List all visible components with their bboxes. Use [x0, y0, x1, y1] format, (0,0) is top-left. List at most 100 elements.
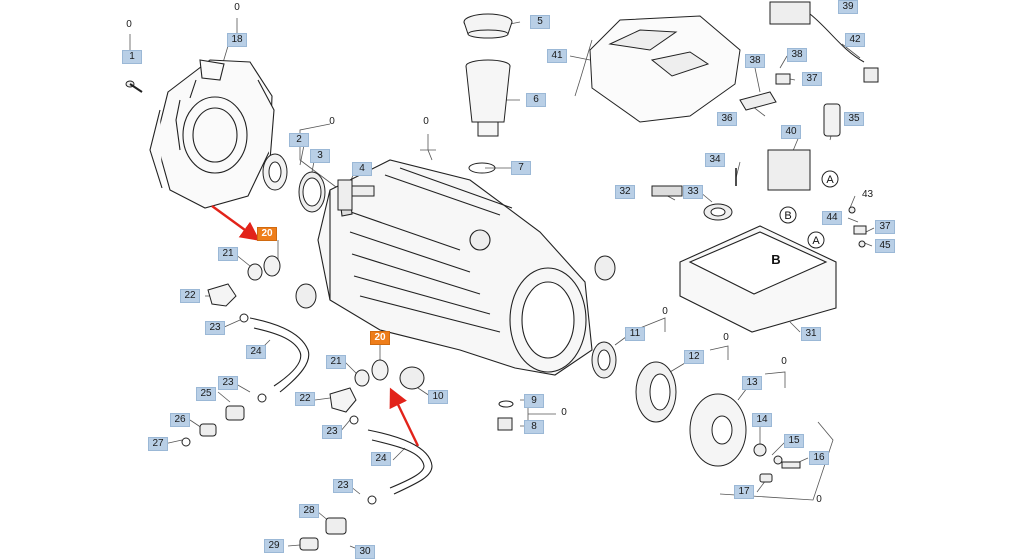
callout-label: 18: [227, 33, 247, 47]
part-clamp-23: [239, 313, 377, 505]
part-seal-ring-3: [298, 171, 326, 213]
letter-b2: B: [771, 252, 780, 267]
callout-label: 2: [289, 133, 309, 147]
callout-label: 9: [524, 394, 544, 408]
callout-label: 28: [299, 504, 319, 518]
part-elbow-22-lower: [329, 387, 357, 413]
letter-a2: A: [812, 235, 820, 247]
callout-label: 12: [684, 350, 704, 364]
callout-label-highlighted: 20: [257, 227, 277, 241]
callout-label: 23: [218, 376, 238, 390]
connector-letters: A A B B: [771, 170, 839, 267]
part-fitting-26: [199, 423, 217, 437]
part-hose-24-lower: [367, 429, 433, 495]
highlight-arrows: [211, 205, 420, 447]
callout-label: 0: [423, 116, 429, 127]
callout-label: 24: [246, 345, 266, 359]
callout-label: 45: [875, 239, 895, 253]
callout-label: 39: [838, 0, 858, 14]
callout-label: 0: [329, 116, 335, 127]
part-fitting-25: [225, 405, 245, 421]
callout-label: 0: [234, 2, 240, 13]
part-board-40: [767, 149, 811, 191]
part-housing-fan-cover: [149, 59, 275, 209]
callout-label: 21: [218, 247, 238, 261]
callout-label: 0: [126, 19, 132, 30]
callout-label: 6: [526, 93, 546, 107]
callout-label: 32: [615, 185, 635, 199]
callout-label: 5: [530, 15, 550, 29]
callout-label: 22: [180, 289, 200, 303]
callout-label: 4: [352, 162, 372, 176]
callout-label: 37: [875, 220, 895, 234]
callout-label: 24: [371, 452, 391, 466]
callout-label: 21: [326, 355, 346, 369]
part-nozzle-20-upper: [247, 255, 281, 281]
part-o-ring-7: [468, 162, 496, 174]
callout-label: 23: [205, 321, 225, 335]
part-washers-14-17: [753, 443, 801, 483]
part-valve-10: [295, 255, 616, 390]
callout-label: 31: [801, 327, 821, 341]
part-clip-36-37: [739, 73, 791, 111]
leader-lines: [129, 18, 875, 551]
part-top-cover-41: [589, 15, 741, 123]
callout-label: 26: [170, 413, 190, 427]
callout-label: 40: [781, 125, 801, 139]
part-screw-1: [125, 80, 143, 93]
red-arrow-lower: [389, 387, 420, 447]
part-fitting-29: [299, 537, 319, 551]
part-o-ring-27: [181, 437, 191, 447]
callout-label: 0: [561, 407, 567, 418]
part-terminal-strip-32: [651, 185, 683, 197]
callout-label: 25: [196, 387, 216, 401]
callout-label: 8: [524, 420, 544, 434]
callout-label: 42: [845, 33, 865, 47]
part-hose-24-upper: [249, 317, 310, 393]
callout-label: 22: [295, 392, 315, 406]
callout-label: 36: [717, 112, 737, 126]
part-shaft-4: [337, 179, 375, 211]
callout-label: 1: [122, 50, 142, 64]
part-bearing-12: [635, 361, 677, 423]
callout-label: 27: [148, 437, 168, 451]
part-filter-28: [325, 517, 347, 535]
part-small-parts-43-45: [848, 206, 867, 248]
callout-label: 30: [355, 545, 375, 559]
callout-label: 0: [781, 356, 787, 367]
letter-b1: B: [784, 210, 791, 222]
part-switch-39: [769, 1, 879, 83]
callout-label: 44: [822, 211, 842, 225]
callout-label: 11: [625, 327, 645, 341]
callout-label: 0: [662, 306, 668, 317]
callout-label: 43: [862, 189, 874, 200]
part-filter-cover-5: [463, 13, 513, 39]
callout-label: 29: [264, 539, 284, 553]
part-seal-11: [591, 341, 617, 379]
part-nozzle-20-lower: [354, 359, 389, 387]
callout-label: 7: [511, 161, 531, 175]
callout-label: 41: [547, 49, 567, 63]
callout-label: 23: [333, 479, 353, 493]
callout-label: 16: [809, 451, 829, 465]
callout-label: 33: [683, 185, 703, 199]
part-grommet-33: [703, 203, 733, 221]
callout-label: 0: [723, 332, 729, 343]
part-electrical-box-31: [679, 225, 837, 333]
callout-label: 35: [844, 112, 864, 126]
part-filter-bowl-6: [465, 59, 511, 137]
letter-a1: A: [826, 174, 834, 186]
part-bearing-2: [262, 153, 288, 191]
callout-label: 37: [802, 72, 822, 86]
callout-label: 14: [752, 413, 772, 427]
callout-label: 23: [322, 425, 342, 439]
callout-label: 3: [310, 149, 330, 163]
callout-label: 10: [428, 390, 448, 404]
part-capacitor-35: [823, 103, 841, 137]
part-drain-plug-8-9: [497, 400, 514, 431]
callout-label: 34: [705, 153, 725, 167]
callout-label: 38: [745, 54, 765, 68]
callout-label: 15: [784, 434, 804, 448]
callout-label: 0: [816, 494, 822, 505]
